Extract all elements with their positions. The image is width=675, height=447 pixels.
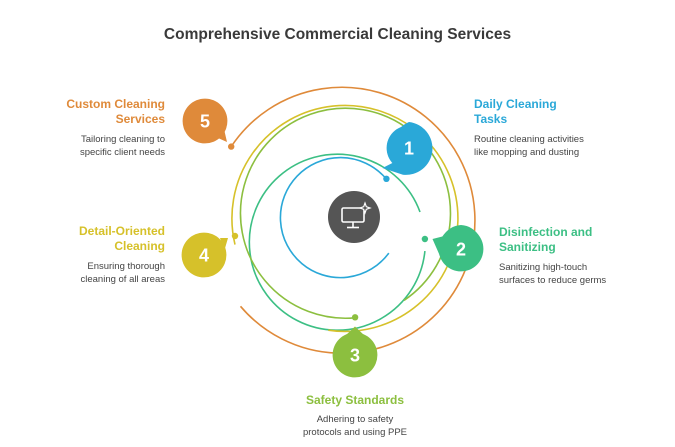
step-title-2: Disinfection and Sanitizing [499,225,669,255]
step-number-5: 5 [200,112,210,132]
step-title-3: Safety Standards [255,393,455,408]
step-title-5: Custom Cleaning Services [10,97,165,127]
step-title-1-line1: Daily Cleaning [474,97,557,111]
step-marker-3 [332,326,378,378]
step-marker-1 [382,122,433,175]
step-desc-1: Routine cleaning activities like mopping… [474,134,654,159]
step-number-2: 2 [456,240,466,260]
ring-arc-1 [279,156,390,279]
step-marker-5 [182,98,228,144]
step-title-5-line1: Custom Cleaning [66,97,165,111]
ring-arc-3 [239,107,452,320]
step-desc-3-line1: Adhering to safety [316,414,394,425]
ring-dot-3 [351,314,359,321]
step-desc-3-line2: protocols and using PPE [302,426,408,438]
step-desc-4-line1: Ensuring thorough [87,261,165,272]
step-title-2-line1: Disinfection and [499,225,593,239]
ring-arc-5 [230,86,476,355]
step-desc-5-line1: Tailoring cleaning to [81,134,165,145]
step-desc-4: Ensuring thorough cleaning of all areas [10,261,166,286]
ring-dot-4 [231,232,239,240]
step-desc-1-line2: like mopping and dusting [474,146,580,158]
step-desc-2-line2: surfaces to reduce germs [499,274,607,286]
monitor-sparkle-icon [328,191,380,243]
step-number-4: 4 [199,246,209,266]
step-number-3: 3 [350,346,360,366]
step-marker-2 [432,225,484,272]
step-title-2-line2: Sanitizing [499,240,556,254]
step-number-1: 1 [404,139,414,159]
ring-arc-2 [248,153,426,331]
ring-dot-5 [228,143,235,150]
step-desc-5: Tailoring cleaning to specific client ne… [10,134,165,159]
step-title-4-line1: Detail-Oriented [78,224,165,238]
step-desc-1-line1: Routine cleaning activities [474,134,584,145]
step-desc-2: Sanitizing high-touch surfaces to reduce… [499,262,669,287]
step-title-3-line1: Safety Standards [305,393,405,407]
page-title: Comprehensive Commercial Cleaning Servic… [163,26,512,43]
step-desc-2-line1: Sanitizing high-touch [499,262,588,273]
ring-dot-2 [421,235,429,243]
step-marker-4 [181,232,228,278]
step-title-5-line2: Services [115,112,165,126]
step-title-1: Daily Cleaning Tasks [474,97,644,127]
step-title-4: Detail-Oriented Cleaning [10,224,165,254]
ring-dot-1 [383,175,390,182]
step-desc-5-line2: specific client needs [79,146,165,158]
step-desc-3: Adhering to safety protocols and using P… [255,414,455,439]
step-title-1-line2: Tasks [474,112,508,126]
step-desc-4-line2: cleaning of all areas [80,273,166,285]
step-title-4-line2: Cleaning [114,239,165,253]
